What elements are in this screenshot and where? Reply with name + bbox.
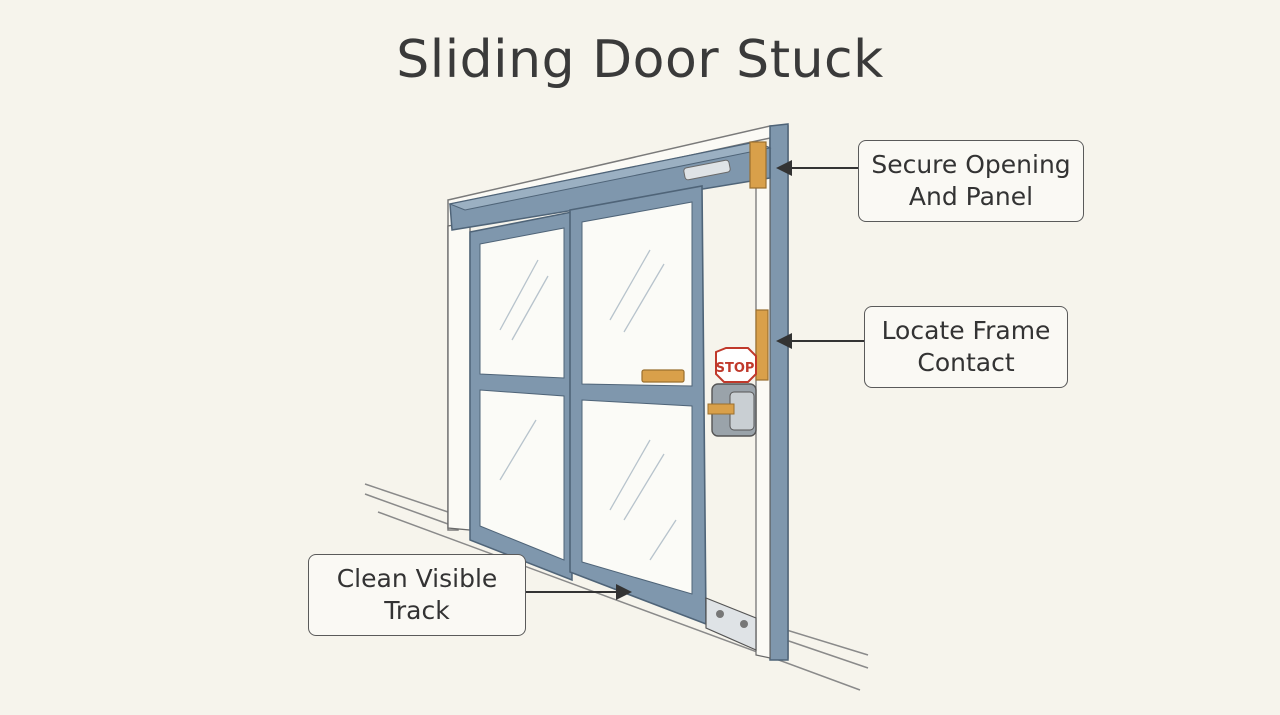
sliding-panel-glass-bottom [581,399,693,595]
header-track-top [448,141,772,211]
left-jamb [447,221,471,531]
glass-reflections [499,249,677,561]
top-bracket [749,141,767,189]
fixed-panel-glass-bottom [479,389,565,561]
door-handle [641,369,685,383]
stop-sign-label: STOP [716,361,755,376]
callout-clean-track: Clean Visible Track [308,554,526,636]
callout-locate-frame: Locate Frame Contact [864,306,1068,388]
callout-clean-track-label: Clean Visible Track [336,564,498,625]
track-roller [705,597,757,651]
fixed-panel-glass-top [479,227,565,379]
callout-secure-opening: Secure Opening And Panel [858,140,1084,222]
right-jamb-inner [755,147,771,659]
frame-contact-strip [755,309,769,381]
sliding-panel-glass-top [581,201,693,387]
page-title: Sliding Door Stuck [396,30,884,90]
right-jamb [769,123,789,661]
motion-sensor [683,159,731,181]
lock-device [707,383,757,437]
callout-secure-opening-label: Secure Opening And Panel [871,150,1071,211]
callout-locate-frame-label: Locate Frame Contact [881,316,1051,377]
stop-sign-icon: STOP [715,347,757,383]
callout-arrows [526,160,864,600]
